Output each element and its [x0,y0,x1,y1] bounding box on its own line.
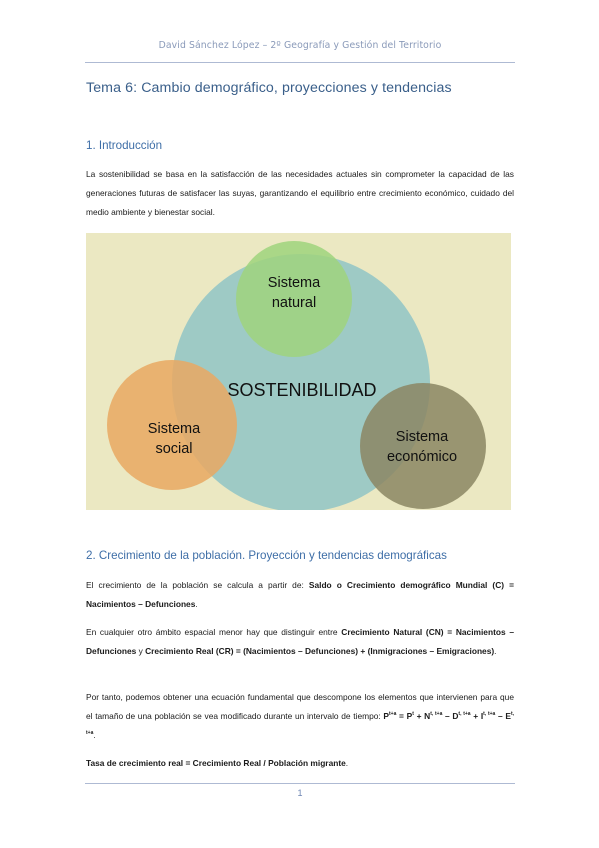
p3-formula: Pt+a = Pt + Nt, t+a – Dt, t+a + It, t+a … [86,711,514,740]
sustainability-diagram-svg: Sistema natural SOSTENIBILIDAD Sistema s… [86,233,511,512]
p1-bold: Saldo o Crecimiento demográfico Mundial … [86,580,514,609]
p2-text-c: y [136,646,146,656]
p1-text: El crecimiento de la población se calcul… [86,580,309,590]
economico-label-2: económico [387,449,457,465]
p3-text: Por tanto, podemos obtener una ecuación … [86,692,514,721]
section-2-paragraph-2: En cualquier otro ámbito espacial menor … [86,623,514,661]
header-divider [85,62,515,63]
document-title: Tema 6: Cambio demográfico, proyecciones… [86,80,452,96]
formula-eq: = P [396,711,413,721]
center-label: SOSTENIBILIDAD [227,380,376,400]
page-number: 1 [297,788,303,798]
section-2-heading: 2. Crecimiento de la población. Proyecci… [86,549,447,562]
formula-e: – E [495,711,511,721]
formula-i: + I [470,711,484,721]
section-1-paragraph: La sostenibilidad se basa en la satisfac… [86,169,514,217]
social-label-1: Sistema [148,421,201,437]
footer-divider [85,783,515,784]
formula-n: + N [413,711,431,721]
p3-end: . [93,730,96,740]
section-2-paragraph-3: Por tanto, podemos obtener una ecuación … [86,688,514,745]
formula-e-sup: t, t+a [86,711,515,737]
formula-p: P [383,711,389,721]
section-2-paragraph-1: El crecimiento de la población se calcul… [86,576,514,614]
page-header: David Sánchez López – 2º Geografía y Ges… [158,40,442,51]
p2-bold-b: Crecimiento Real (CR) = (Nacimientos – D… [145,646,495,656]
p2-bold-a: Crecimiento Natural (CN) = Nacimientos –… [86,627,514,656]
natural-circle [236,241,352,357]
formula-d-sup: t, t+a [458,711,471,718]
formula-p-sup: t+a [389,711,397,718]
p2-end: . [494,646,497,656]
sustainability-diagram: Sistema natural SOSTENIBILIDAD Sistema s… [86,233,511,512]
p1-end: . [195,599,198,609]
section-1-heading: 1. Introducción [86,139,163,152]
social-label-2: social [155,441,192,457]
formula-eq-sup: t [412,711,414,718]
p2-text-a: En cualquier otro ámbito espacial menor … [86,627,342,637]
natural-label-2: natural [272,295,316,311]
economico-circle [360,383,486,509]
formula-n-sup: t, t+a [430,711,443,718]
social-circle [107,360,237,490]
economico-label-1: Sistema [396,429,449,445]
p4-bold: Tasa de crecimiento real = Crecimiento R… [86,758,346,768]
p4-end: . [345,758,349,768]
section-2-paragraph-4: Tasa de crecimiento real = Crecimiento R… [86,754,514,773]
natural-label-1: Sistema [268,275,321,291]
formula-d: – D [442,711,459,721]
formula-i-sup: t, t+a [483,711,496,718]
